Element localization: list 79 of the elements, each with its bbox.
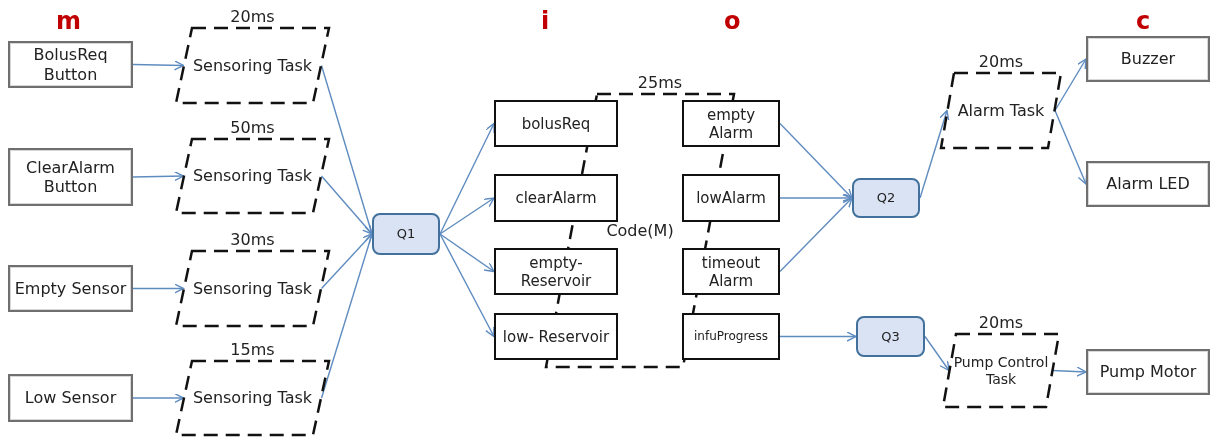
node-label: Sensoring Task [191, 388, 314, 408]
column-letter: o [724, 8, 741, 34]
node-label: infuProgress [693, 329, 769, 344]
node-label: Sensoring Task [191, 278, 314, 299]
node-label: Pump Motor [1098, 362, 1198, 382]
queue-box [852, 178, 920, 218]
device-box [8, 41, 133, 88]
arrow [132, 283, 185, 294]
arrow [1054, 58, 1087, 112]
node-label: empty Alarm [705, 105, 757, 142]
arrow [439, 233, 495, 338]
period-label: 20ms [977, 53, 1025, 71]
task-parallelogram [175, 250, 330, 327]
signal-box [682, 313, 780, 360]
signal-box [682, 174, 780, 222]
signal-box [494, 313, 618, 360]
node-label: Empty Sensor [13, 278, 128, 299]
arrow [779, 122, 853, 199]
arrow [779, 331, 857, 342]
arrow [439, 122, 495, 235]
arrow [132, 171, 185, 182]
node-label: Alarm LED [1105, 174, 1191, 194]
arrow [320, 175, 373, 235]
task-parallelogram [175, 138, 330, 214]
column-letter: i [541, 8, 550, 34]
period-label: 20ms [229, 8, 276, 26]
arrow [1054, 109, 1088, 185]
device-box [1086, 36, 1210, 82]
queue-box [372, 213, 440, 255]
column-letter: m [56, 8, 81, 34]
node-label: Low Sensor [23, 388, 118, 408]
arrow [320, 233, 373, 290]
queue-box [856, 316, 925, 357]
queue-label: Q2 [875, 190, 897, 206]
device-box [1086, 161, 1210, 207]
arrow [1052, 366, 1087, 377]
node-label: Code(M) [605, 220, 675, 241]
node-label: timeout Alarm [700, 253, 762, 290]
arrow [132, 60, 185, 71]
task-parallelogram [940, 72, 1062, 149]
node-label: empty- Reservoir [519, 253, 593, 290]
queue-label: Q3 [880, 328, 901, 345]
period-label: 15ms [229, 341, 276, 359]
node-label: Buzzer [1119, 49, 1177, 69]
arrow [919, 109, 950, 199]
period-label: 25ms [636, 74, 684, 92]
arrow [132, 392, 185, 404]
node-label: Sensoring Task [191, 55, 314, 76]
device-box [8, 148, 133, 206]
signal-box [682, 248, 780, 295]
node-label: bolusReq [520, 114, 592, 133]
task-parallelogram [942, 333, 1060, 408]
column-letter: c [1136, 8, 1151, 34]
node-label: lowAlarm [695, 189, 767, 207]
node-label: clearAlarm [514, 189, 598, 207]
signal-box [494, 100, 618, 147]
node-label: BolusReq Button [32, 45, 109, 84]
arrow [439, 197, 495, 235]
node-label: Sensoring Task [191, 166, 314, 186]
period-label: 20ms [977, 314, 1025, 332]
node-label: Pump Control Task [952, 353, 1050, 388]
device-box [8, 374, 133, 422]
task-parallelogram [175, 360, 330, 436]
node-label: ClearAlarm Button [25, 157, 116, 197]
node-label: low- Reservoir [501, 327, 611, 346]
arrow [924, 335, 950, 372]
period-label: 30ms [229, 231, 276, 249]
arrow [779, 197, 853, 273]
arrow [439, 233, 495, 273]
signal-box [494, 248, 618, 295]
period-label: 50ms [229, 119, 276, 137]
arrow [779, 192, 853, 204]
task-parallelogram [175, 27, 330, 104]
node-label: Alarm Task [956, 100, 1046, 121]
signal-box [494, 174, 618, 222]
queue-label: Q1 [395, 226, 417, 242]
signal-box [682, 100, 780, 147]
device-box [1086, 349, 1210, 395]
device-box [8, 265, 133, 312]
